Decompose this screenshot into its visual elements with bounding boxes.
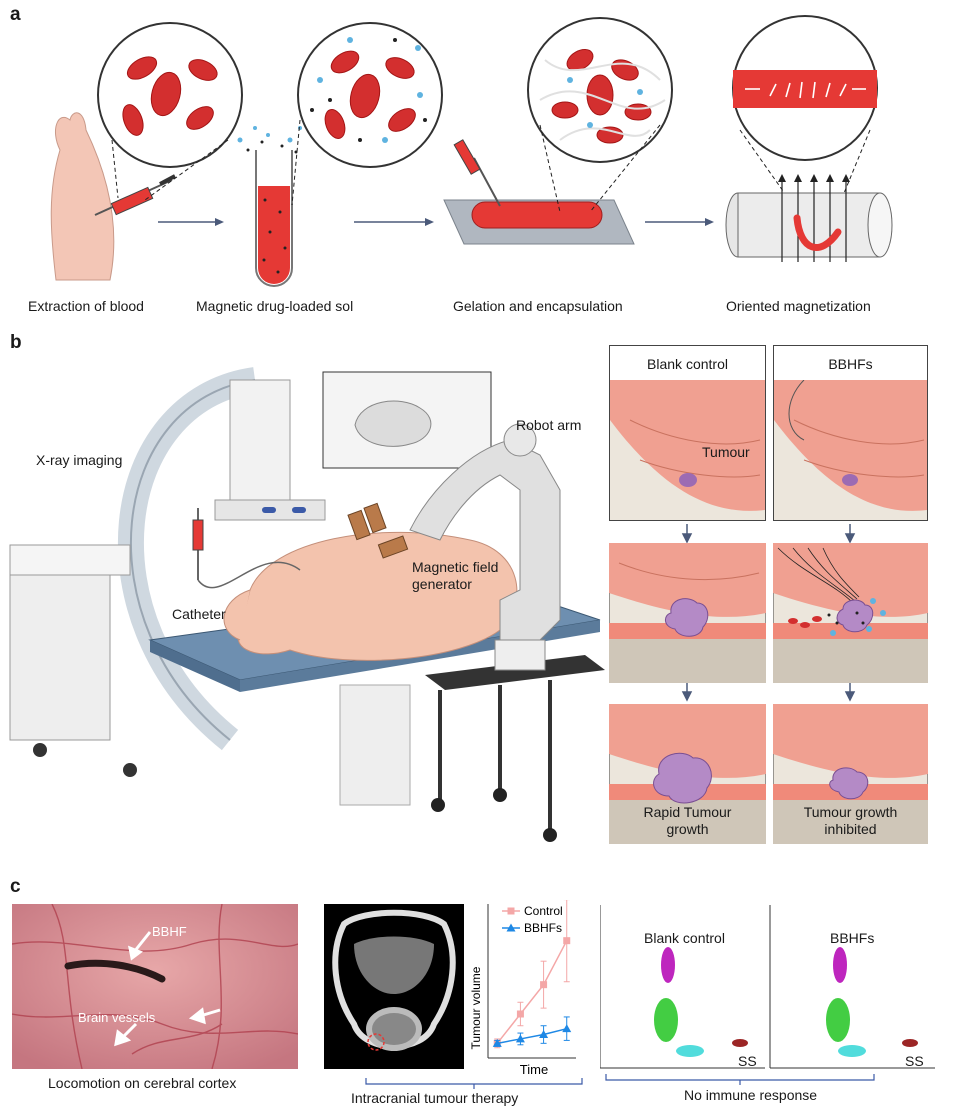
tumour-mid-left: [609, 543, 766, 683]
panel-letter-c: c: [10, 876, 21, 897]
tumour-mid-right: [773, 543, 928, 683]
photo-label-vessels: Brain vessels: [78, 1010, 156, 1025]
outcome-right-line2: inhibited: [824, 821, 877, 837]
data-point: [539, 1030, 549, 1039]
bracket-therapy: [365, 1078, 583, 1089]
data-point: [516, 1010, 524, 1018]
chart-series: [492, 900, 572, 1049]
bbhf-fibre: [64, 959, 166, 983]
column-title-right: BBHFs: [828, 356, 873, 372]
surgical-setup-illustration: [9, 367, 605, 842]
data-point: [515, 1034, 525, 1043]
panel-letter-b: b: [10, 332, 22, 353]
panel-a-illustration: [50, 15, 893, 287]
photo-label-bbhf: BBHF: [152, 924, 187, 939]
legend-marker: [507, 907, 515, 915]
data-point: [563, 937, 571, 945]
caption-immune: No immune response: [684, 1087, 818, 1103]
flow-ss-right: SS: [905, 1053, 924, 1069]
test-tube-illustration: [237, 126, 302, 287]
caption-locomotion: Locomotion on cerebral cortex: [48, 1075, 237, 1091]
step-label-magnetization: Oriented magnetization: [726, 298, 871, 314]
column-header-bbhfs: BBHFs: [773, 345, 928, 521]
ct-scan-image: [324, 904, 464, 1069]
caption-therapy: Intracranial tumour therapy: [351, 1090, 519, 1106]
bracket-immune: [605, 1074, 875, 1085]
syringe-icon: [94, 174, 176, 216]
flow-title-left: Blank control: [644, 930, 725, 946]
series-line-1: [497, 1027, 567, 1045]
outcome-right: Tumour growth inhibited: [773, 704, 928, 844]
xray-brain-inset: [322, 371, 492, 469]
column-header-blank-control: Blank control Tumour: [609, 345, 766, 521]
chart-xlabel: Time: [520, 1062, 548, 1077]
outcome-right-line1: Tumour growth: [803, 804, 898, 820]
outcome-left-line1: Rapid Tumour: [643, 804, 732, 820]
chart-ylabel: Tumour volume: [469, 966, 483, 1049]
scatter-right: [826, 947, 918, 1057]
outcome-left: Rapid Tumour growth: [609, 704, 766, 844]
data-point: [540, 981, 548, 989]
legend-marker: [506, 923, 516, 932]
legend-label: Control: [524, 904, 563, 918]
data-point: [562, 1024, 572, 1033]
chart-axes: [487, 904, 576, 1059]
series-line-0: [496, 940, 568, 1044]
flow-title-right: BBHFs: [830, 930, 875, 946]
cortex-photo: BBHF Brain vessels: [12, 904, 298, 1069]
data-point: [492, 1038, 502, 1047]
step-label-gelation: Gelation and encapsulation: [453, 298, 623, 314]
label-xray-imaging: X-ray imaging: [36, 452, 123, 468]
label-robot-arm: Robot arm: [516, 417, 582, 433]
label-magnet-line1: Magnetic field: [412, 559, 499, 575]
legend-label: BBHFs: [524, 921, 562, 935]
flow-cytometry-plots: [600, 905, 935, 1069]
scatter-left: [654, 947, 748, 1057]
step-label-extraction: Extraction of blood: [28, 298, 144, 314]
column-title-left: Blank control: [647, 356, 728, 372]
outcome-left-line2: growth: [666, 821, 709, 837]
panel-letter-a: a: [10, 4, 21, 25]
flow-ss-left: SS: [738, 1053, 757, 1069]
pig-ear-illustration: [50, 112, 115, 281]
step-label-sol: Magnetic drug-loaded sol: [196, 298, 354, 314]
flow-arrows: [681, 524, 856, 702]
label-catheter: Catheter: [172, 606, 226, 622]
label-tumour: Tumour: [702, 444, 750, 460]
gel-plate-illustration: [443, 139, 635, 245]
label-magnet-line2: generator: [412, 576, 472, 592]
pig-illustration: [237, 531, 518, 661]
magnetizer-cylinder: [725, 174, 893, 262]
